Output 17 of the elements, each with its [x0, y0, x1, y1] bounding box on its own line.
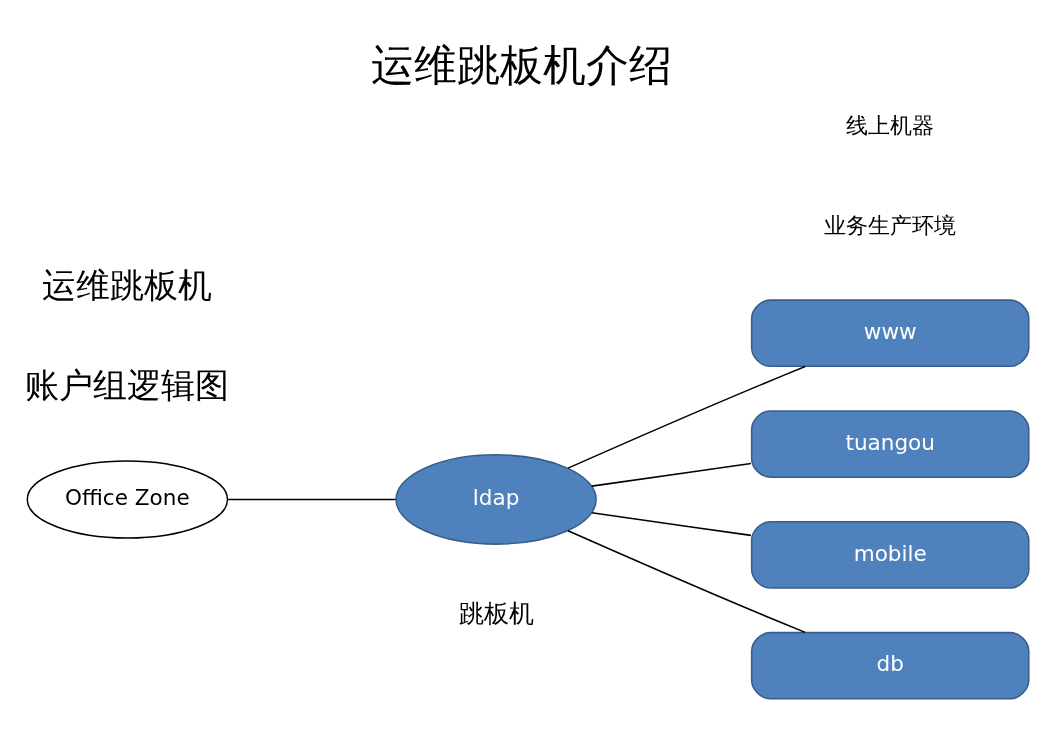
label: 账户组逻辑图 — [25, 366, 230, 406]
node-ellipse: Office Zone — [26, 460, 229, 539]
connector — [591, 512, 752, 537]
node-box: mobile — [750, 521, 1030, 589]
label: 线上机器 — [846, 112, 935, 138]
node-box: www — [750, 299, 1030, 368]
connector — [567, 365, 806, 469]
connector — [227, 498, 397, 501]
diagram-title: 运维跳板机介绍 — [371, 39, 672, 90]
connector — [567, 530, 806, 634]
label: 运维跳板机 — [42, 266, 213, 306]
connector — [591, 462, 752, 487]
node-ellipse: ldap — [395, 454, 597, 545]
node-box: db — [750, 631, 1030, 700]
label: 业务生产环境 — [824, 212, 957, 238]
node-box: tuangou — [750, 410, 1030, 478]
node-label: 跳板机 — [458, 599, 534, 629]
